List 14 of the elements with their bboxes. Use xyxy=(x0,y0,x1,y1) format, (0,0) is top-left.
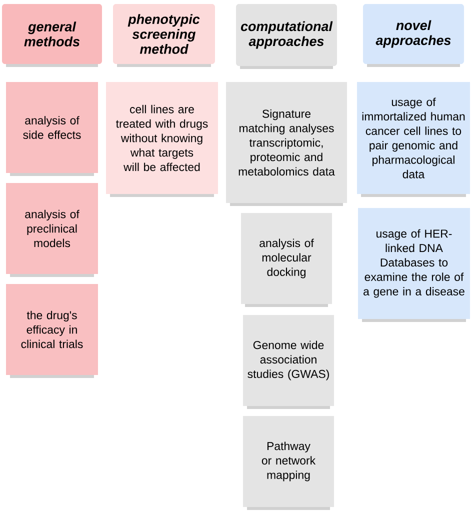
sticky-note: the drug's efficacy in clinical trials xyxy=(6,284,98,378)
category-header: phenotypic screening method xyxy=(113,4,215,67)
category-header: general methods xyxy=(2,4,102,67)
category-header: novel approaches xyxy=(363,4,464,67)
sticky-note: Genome wide association studies (GWAS) xyxy=(243,315,334,409)
sticky-note: analysis of molecular docking xyxy=(241,213,332,307)
sticky-note: cell lines are treated with drugs without knowing what targets will be affected xyxy=(106,82,218,197)
sticky-note: usage of immortalized human cancer cell lines to pair genomic and pharmacological data xyxy=(357,82,470,197)
sticky-note: analysis of side effects xyxy=(6,82,98,176)
sticky-note: Signature matching analyses transcriptomic, proteomic and metabolomics data xyxy=(226,82,347,206)
category-header: computational approaches xyxy=(236,4,337,69)
sticky-note: Pathway or network mapping xyxy=(243,416,334,510)
sticky-note: analysis of preclinical models xyxy=(6,183,98,277)
sticky-note: usage of HER-linked DNA Databases to examine the role of a gene in a disease xyxy=(358,208,470,322)
